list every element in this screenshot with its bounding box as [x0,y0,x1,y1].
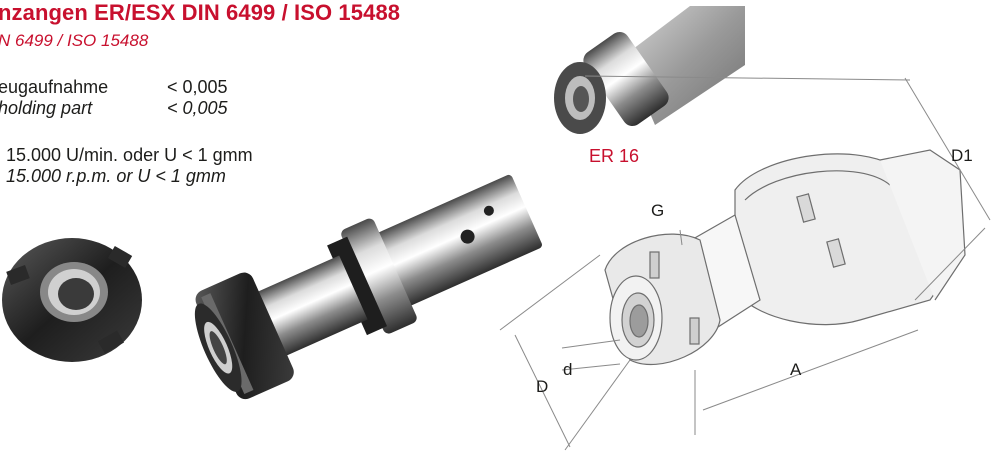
page-title: nzangen ER/ESX DIN 6499 / ISO 15488 [0,0,401,25]
er16-label: ER 16 [589,146,640,166]
dimension-d1-label: D1 [951,146,973,165]
runout-label-en: holding part [0,98,93,118]
er16-holder-photo [554,6,745,134]
dimension-d-label: D [536,377,549,396]
balance-spec-en: 15.000 r.p.m. or U < 1 gmm [6,166,226,186]
runout-value-en: < 0,005 [167,98,228,118]
balance-spec-de: 15.000 U/min. oder U < 1 gmm [6,145,253,165]
runout-label-de: eugaufnahme [0,77,109,97]
page-subtitle: N 6499 / ISO 15488 [0,31,149,50]
technical-drawing [499,75,991,451]
hsk-chuck-photo [194,174,542,400]
dimension-g-label: G [651,201,665,220]
dimension-small-d-label: d [563,360,573,379]
runout-value-de: < 0,005 [167,77,228,97]
clamping-nut-photo [2,238,142,362]
dimension-a-label: A [790,360,802,379]
